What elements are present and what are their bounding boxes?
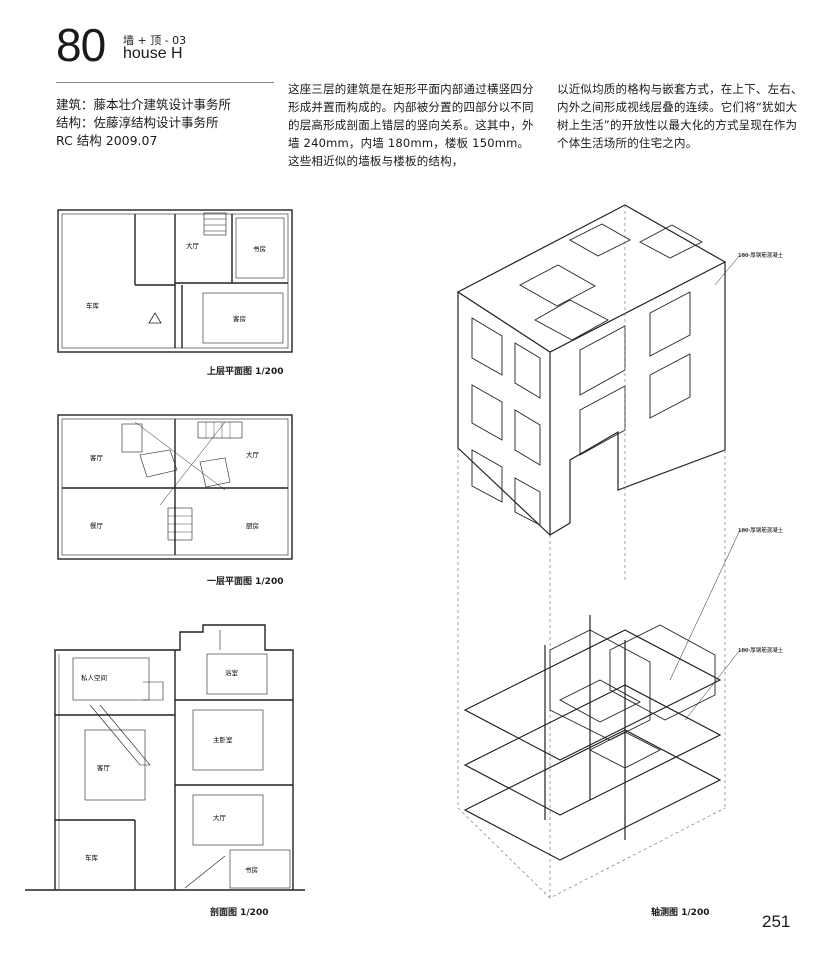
- credit-architect: 建筑：藤本壮介建筑设计事务所: [56, 97, 232, 112]
- section-category: 墙 + 顶 - 03: [123, 34, 187, 47]
- ground-floor-plan: 客厅 大厅 餐厅 厨房: [57, 414, 293, 560]
- project-title: house H: [123, 45, 183, 62]
- room-label: 书房: [253, 244, 266, 253]
- page-number: 251: [762, 912, 791, 931]
- page-section-number: 80: [56, 19, 106, 71]
- ground-plan-caption: 一层平面图 1/200: [207, 577, 284, 587]
- room-label: 私人空间: [81, 673, 107, 682]
- room-label: 厨房: [246, 521, 259, 530]
- material-label: 180 厚钢筋混凝土: [738, 251, 784, 259]
- upper-plan-caption: 上层平面图 1/200: [207, 367, 284, 377]
- material-label: 180 厚钢筋混凝土: [738, 526, 784, 534]
- room-label: 书房: [245, 865, 258, 874]
- section-caption: 剖面图 1/200: [210, 908, 269, 918]
- material-label: 180 厚钢筋混凝土: [738, 646, 784, 654]
- axon-caption: 轴测图 1/200: [651, 908, 710, 918]
- room-label: 大厅: [246, 450, 260, 459]
- credit-structure: 结构：佐藤淳结构设计事务所: [56, 115, 219, 130]
- body-text-column-2: 以近似均质的格构与嵌套方式，在上下、左右、内外之间形成视线层叠的连续。它们将“犹…: [557, 82, 803, 150]
- room-label: 车库: [86, 301, 100, 310]
- room-label: 客房: [233, 314, 246, 323]
- axonometric-drawing: 180 厚钢筋混凝土 180 厚钢筋混凝土 180 厚钢筋混凝土: [456, 204, 784, 899]
- credit-info: RC 结构 2009.07: [56, 133, 158, 148]
- room-label: 浴室: [225, 668, 239, 677]
- project-credits: 建筑：藤本壮介建筑设计事务所 结构：佐藤淳结构设计事务所 RC 结构 2009.…: [56, 96, 231, 150]
- room-label: 大厅: [213, 813, 227, 822]
- room-label: 客厅: [90, 453, 104, 462]
- room-label: 餐厅: [90, 521, 104, 530]
- header-divider: [56, 82, 274, 83]
- building-section: 私人空间 浴室 主卧室 客厅 大厅 车库 书房: [25, 624, 305, 891]
- room-label: 大厅: [186, 241, 200, 250]
- room-label: 客厅: [97, 763, 111, 772]
- body-text-column-1: 这座三层的建筑是在矩形平面内部通过横竖四分形成并置而构成的。内部被分置的四部分以…: [288, 82, 534, 168]
- room-label: 主卧室: [213, 735, 233, 744]
- room-label: 车库: [85, 853, 99, 862]
- upper-floor-plan: 大厅 书房 车库 客房: [57, 209, 293, 353]
